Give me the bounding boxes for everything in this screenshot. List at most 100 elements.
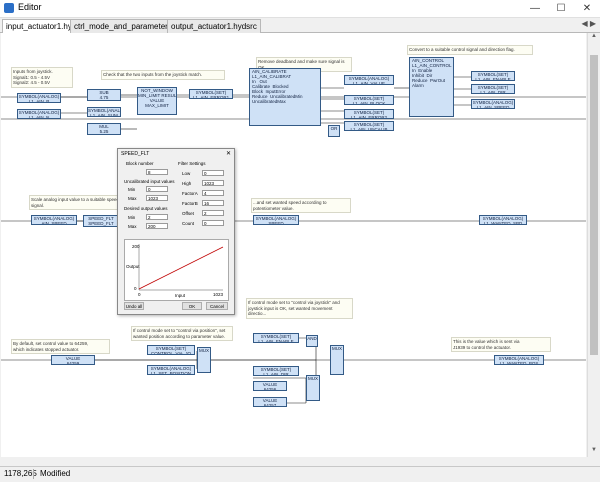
- block-value-64256[interactable]: VALUE 64256: [253, 381, 287, 391]
- factor-a-field[interactable]: 4: [202, 190, 224, 196]
- factor-b-field[interactable]: 16: [202, 200, 224, 206]
- note-check-inputs: Check that the two inputs from the joyst…: [101, 70, 225, 80]
- block-mux-2[interactable]: MUX: [330, 345, 344, 375]
- dialog-close-icon[interactable]: ✕: [225, 151, 231, 157]
- block-number-field[interactable]: 8: [146, 169, 168, 175]
- undo-all-button[interactable]: Undo all: [124, 302, 144, 310]
- max-field[interactable]: 1023: [146, 195, 168, 201]
- tab-scroll-arrows-icon[interactable]: ◀ ▶: [581, 19, 596, 28]
- scroll-up-icon[interactable]: ▲: [591, 33, 597, 39]
- offset-label: Offset: [182, 211, 194, 216]
- block-mul[interactable]: MUL 5.25: [87, 123, 121, 135]
- block-value-64259[interactable]: VALUE 64259: [51, 355, 95, 365]
- cursor-coordinates: 1178,265: [4, 469, 37, 478]
- block-symbol-ain-speed[interactable]: SYMBOL(ANALOG) L1_AIN_SPEED: [471, 99, 515, 109]
- horizontal-scrollbar[interactable]: [1, 457, 587, 466]
- transfer-plot-svg: [138, 244, 224, 291]
- cancel-button[interactable]: Cancel: [206, 302, 228, 310]
- ok-button[interactable]: OK: [182, 302, 202, 310]
- block-mux-3[interactable]: MUX: [306, 375, 320, 401]
- diagram-canvas[interactable]: Inputs from joystick. Signal1: 0.5 - 4.5…: [1, 33, 586, 457]
- count-label: Count: [182, 221, 195, 226]
- block-symbol-ain-value[interactable]: SYMBOL(ANALOG) L1_AIN_VALUE: [344, 75, 394, 85]
- window-title: Editor: [18, 2, 42, 12]
- max-label: Max: [128, 196, 137, 201]
- offset-field[interactable]: 2: [202, 210, 224, 216]
- block-sub[interactable]: SUB 4.75: [87, 89, 121, 101]
- block-value-64257[interactable]: VALUE 64257: [253, 397, 287, 407]
- block-symbol-control-via-joystick[interactable]: SYMBOL(SET) CONTROL_VIA_JO: [147, 345, 195, 355]
- plot-y-label: Output: [126, 264, 140, 269]
- block-symbol-ain-sum[interactable]: SYMBOL(ANALOG) L1_AIN_SUM: [87, 107, 121, 117]
- min-label: Min: [128, 187, 136, 192]
- count-field[interactable]: 0: [202, 220, 224, 226]
- speed-flt-dialog: SPEED_FLT ✕ Block number 8 Uncalibrated …: [117, 148, 235, 315]
- high-field[interactable]: 1023: [202, 180, 224, 186]
- block-symbol-ain-n[interactable]: SYMBOL(ANALOG) L1_AIN_N: [17, 109, 61, 119]
- note-default-value: By default, set control value to 64259, …: [11, 339, 110, 354]
- block-ain-control[interactable]: AIN_CONTROL L1_AIN_CONTROL In Enable Inh…: [409, 57, 454, 117]
- note-scale-analog: Scale analog input value to a suitable s…: [29, 195, 131, 210]
- note-joystick-inputs: Inputs from joystick. Signal1: 0.5 - 4.5…: [11, 67, 73, 88]
- block-symbol-ain-block[interactable]: SYMBOL(SET) L1_AIN_BLOCK: [344, 95, 394, 105]
- output-max-field[interactable]: 200: [146, 223, 168, 229]
- plot-x-min: 0: [138, 292, 141, 297]
- block-symbol-speed[interactable]: SYMBOL(ANALOG) SPEED: [253, 215, 299, 225]
- block-speed-flt[interactable]: SPEED_FLT SPEED_FLT: [83, 215, 119, 227]
- filter-settings-label: Filter Settings: [178, 161, 206, 166]
- block-ain-calibrate[interactable]: AIN_CALIBRATE L1_AIN_CALIBRAT In Out Cal…: [249, 68, 321, 126]
- block-symbol-ain-p[interactable]: SYMBOL(ANALOG) L1_AIN_P: [17, 93, 61, 103]
- block-symbol-ain-uncalib[interactable]: SYMBOL(SET) L1_AIN_UNCALIB: [344, 121, 394, 131]
- note-j1939-output: This is the value which is sent via J193…: [451, 337, 551, 352]
- block-symbol-set-position[interactable]: SYMBOL(ANALOG) L1_SET_POSITION: [147, 365, 195, 375]
- scroll-thumb[interactable]: [590, 55, 598, 355]
- output-min-label: Min: [128, 215, 136, 220]
- plot-y-min: 0: [134, 286, 137, 291]
- scroll-down-icon[interactable]: ▼: [591, 447, 597, 453]
- low-field[interactable]: 0: [202, 170, 224, 176]
- block-symbol-ain-error2[interactable]: SYMBOL(SET) L1_AIN_ERROR2: [344, 109, 394, 119]
- close-button[interactable]: ✕: [582, 3, 592, 14]
- block-symbol-ain-enable-2[interactable]: SYMBOL(SET) L1_AIN_ENABLE: [253, 333, 299, 343]
- title-bar: Editor — ☐ ✕: [0, 0, 600, 18]
- maximize-button[interactable]: ☐: [556, 3, 566, 14]
- tab-output-actuator[interactable]: output_actuator1.hydsrc: [167, 19, 261, 33]
- note-control-position: If control mode set to "control via posi…: [131, 326, 233, 341]
- output-max-label: Max: [128, 224, 137, 229]
- block-number-label: Block number: [126, 161, 154, 166]
- desired-output-label: Desired output values: [124, 206, 168, 211]
- min-field[interactable]: 0: [146, 186, 168, 192]
- plot-curve: [138, 246, 224, 290]
- note-convert-signal: Convert to a suitable control signal and…: [407, 45, 533, 55]
- block-mux-1[interactable]: MUX: [197, 347, 211, 373]
- app-icon: [4, 3, 14, 13]
- plot-y-max: 200: [132, 244, 140, 249]
- block-symbol-wanted-speed[interactable]: SYMBOL(ANALOG) L1_WANTED_SPD: [479, 215, 527, 225]
- block-symbol-wanted-pos[interactable]: SYMBOL(ANALOG) L1_WANTED_POS: [494, 355, 544, 365]
- factor-a-label: FactorA: [182, 191, 198, 196]
- dialog-title: SPEED_FLT: [121, 151, 150, 157]
- block-symbol-ain-dir[interactable]: SYMBOL(SET) L1_AIN_DIR: [471, 84, 515, 94]
- block-and[interactable]: AND: [306, 335, 318, 347]
- factor-b-label: FactorB: [182, 201, 198, 206]
- plot-x-label: Input: [175, 293, 186, 298]
- note-set-wanted-speed: ...and set wanted speed according to pot…: [251, 198, 351, 213]
- minimize-button[interactable]: —: [530, 3, 540, 14]
- block-or[interactable]: OR: [328, 125, 340, 137]
- tab-bar: input_actuator1.hydsrc ctrl_mode_and_par…: [0, 18, 600, 34]
- status-bar: 1178,265 Modified: [0, 466, 600, 482]
- transfer-plot: 200 0 Output 0 Input 1023: [124, 239, 229, 301]
- status-separator: [33, 469, 34, 479]
- plot-x-max: 1023: [213, 292, 224, 297]
- block-not-window[interactable]: NOT_WINDOW MIN_LIMIT RESULT VALUE MAX_LI…: [137, 87, 177, 115]
- block-symbol-ain-enable[interactable]: SYMBOL(SET) L1_AIN_ENABLE: [471, 71, 515, 81]
- output-min-field[interactable]: 2: [146, 214, 168, 220]
- block-symbol-ain-error1[interactable]: SYMBOL(SET) L1_AIN_ERROR1: [189, 89, 233, 99]
- block-symbol-ain-speed-in[interactable]: SYMBOL(ANALOG) AIN_SPEED: [31, 215, 77, 225]
- block-symbol-ain-dir-2[interactable]: SYMBOL(SET) L1_AIN_DIR: [253, 366, 299, 376]
- low-label: Low: [182, 171, 191, 176]
- uncalibrated-label: Uncalibrated input values: [124, 179, 175, 184]
- note-control-joystick: If control mode set to "control via joys…: [246, 298, 353, 319]
- document-state: Modified: [40, 469, 71, 478]
- vertical-scrollbar[interactable]: ▲ ▼: [587, 33, 600, 457]
